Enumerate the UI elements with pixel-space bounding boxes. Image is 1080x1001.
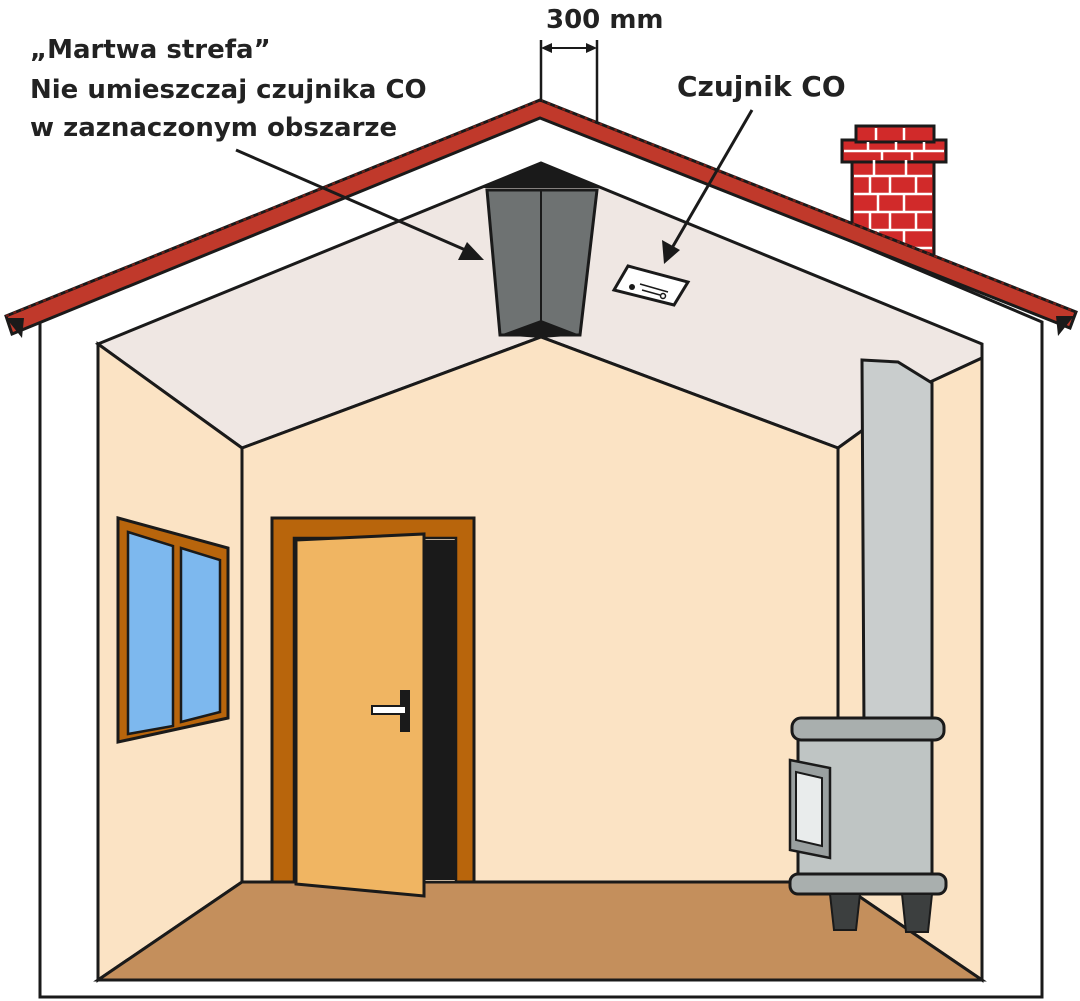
door-handle[interactable] xyxy=(371,690,410,732)
sensor-annotation: Czujnik CO xyxy=(662,70,846,264)
chimney-icon xyxy=(840,124,948,270)
sensor-label: Czujnik CO xyxy=(677,70,846,103)
dimension-label: 300 mm xyxy=(546,5,664,35)
window-icon xyxy=(116,516,230,744)
dimension-marker: 300 mm xyxy=(539,5,664,124)
floor xyxy=(93,880,987,982)
stove-icon xyxy=(788,716,948,933)
co-sensor-icon xyxy=(611,264,691,307)
arrow-icon xyxy=(235,148,484,260)
door-icon xyxy=(270,516,476,898)
arrow-icon xyxy=(662,109,754,264)
dead-zone xyxy=(481,163,601,338)
dead-zone-title: „Martwa strefa” xyxy=(30,35,271,65)
dead-zone-annotation: „Martwa strefa” Nie umieszczaj czujnika … xyxy=(30,35,484,260)
flue-pipe xyxy=(860,358,934,730)
dead-zone-line2: Nie umieszczaj czujnika CO xyxy=(30,75,427,105)
door-leaf[interactable] xyxy=(294,532,426,898)
dead-zone-line3: w zaznaczonym obszarze xyxy=(30,113,397,143)
